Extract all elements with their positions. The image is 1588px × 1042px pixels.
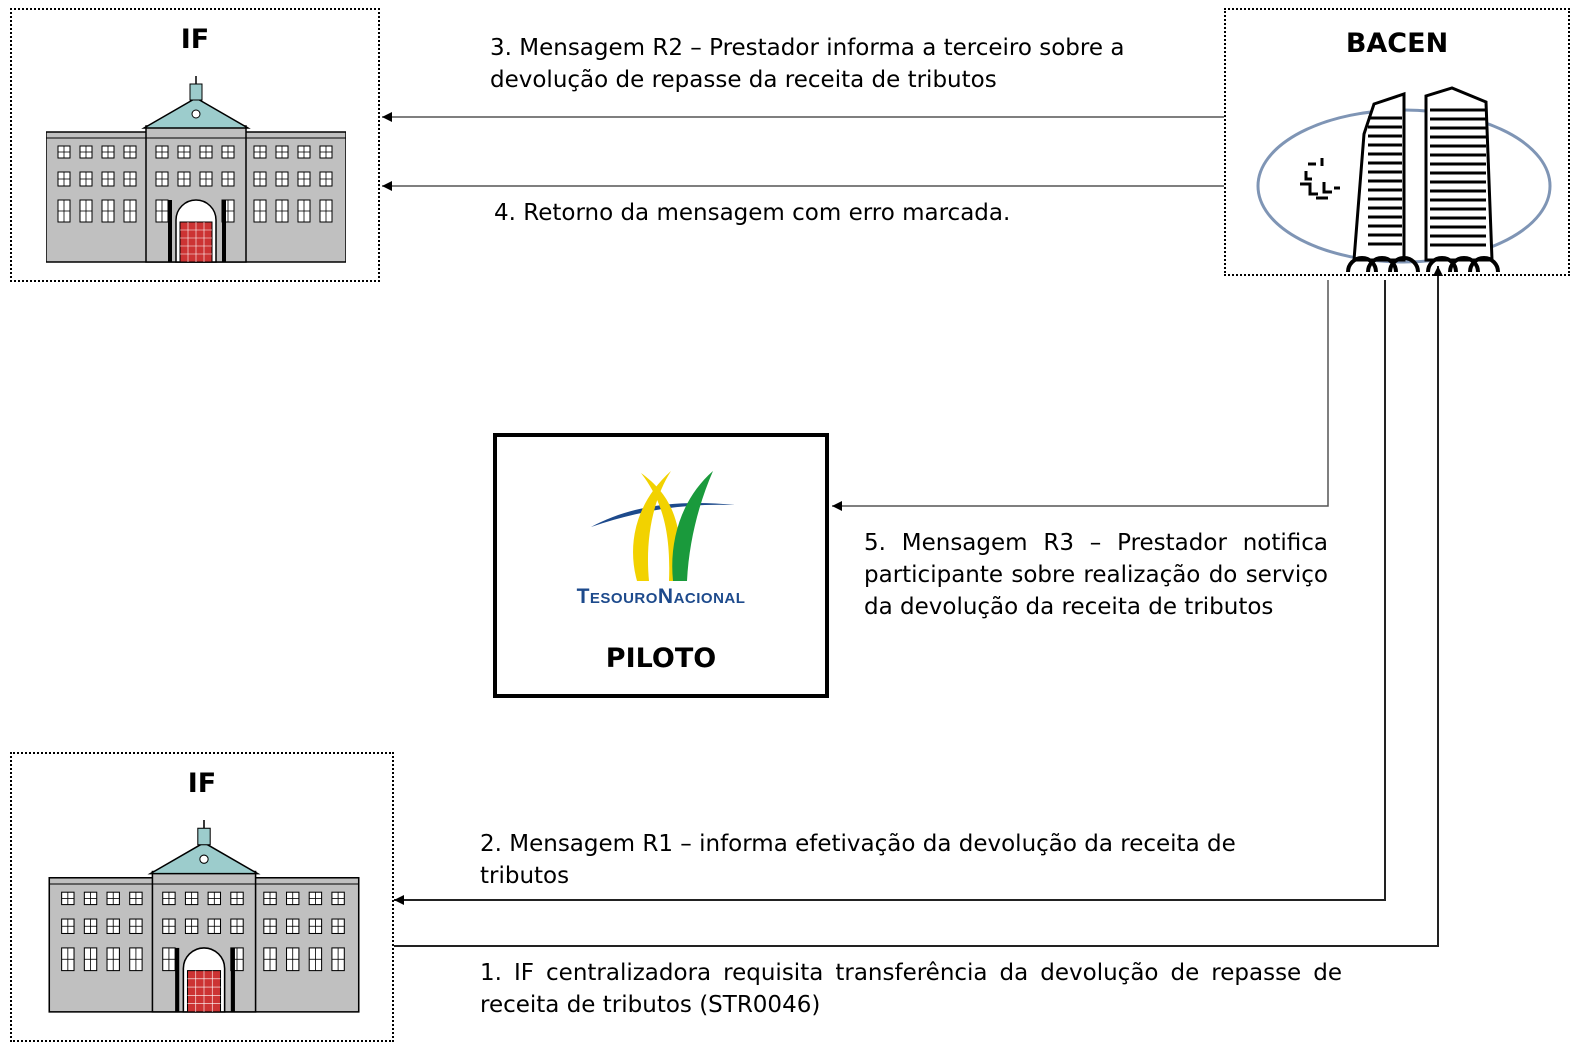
message-5-label: 5. Mensagem R3 – Prestador notifica part… — [864, 530, 1328, 620]
bacen-node: BACEN — [1224, 8, 1570, 276]
tesouro-logo-wordmark: TesouroNacional — [576, 585, 746, 608]
tesouro-node: TesouroNacional PILOTO — [493, 433, 829, 698]
tower-right — [1424, 86, 1494, 262]
tesouro-nacional-logo — [591, 471, 735, 581]
arrow-message-2 — [394, 280, 1386, 905]
if-bottom-title: IF — [187, 768, 217, 799]
message-3-label: 3. Mensagem R2 – Prestador informa a ter… — [490, 35, 1125, 93]
message-2-label: 2. Mensagem R1 – informa efetivação da d… — [480, 831, 1236, 889]
arrow-message-5 — [832, 280, 1329, 511]
bacen-title: BACEN — [1345, 28, 1449, 59]
bacen-building-icon — [1256, 86, 1552, 272]
if-top-node: IF — [10, 8, 380, 282]
message-4-label: 4. Retorno da mensagem com erro marcada. — [494, 200, 1011, 226]
tower-left — [1352, 91, 1406, 262]
piloto-title: PILOTO — [605, 643, 717, 674]
message-1-label: 1. IF centralizadora requisita transferê… — [480, 960, 1342, 1018]
if-bottom-node: IF — [10, 752, 394, 1042]
arrow-message-1 — [394, 266, 1443, 947]
building-icon — [46, 76, 346, 263]
building-icon — [48, 820, 360, 1013]
if-top-title: IF — [180, 24, 210, 55]
